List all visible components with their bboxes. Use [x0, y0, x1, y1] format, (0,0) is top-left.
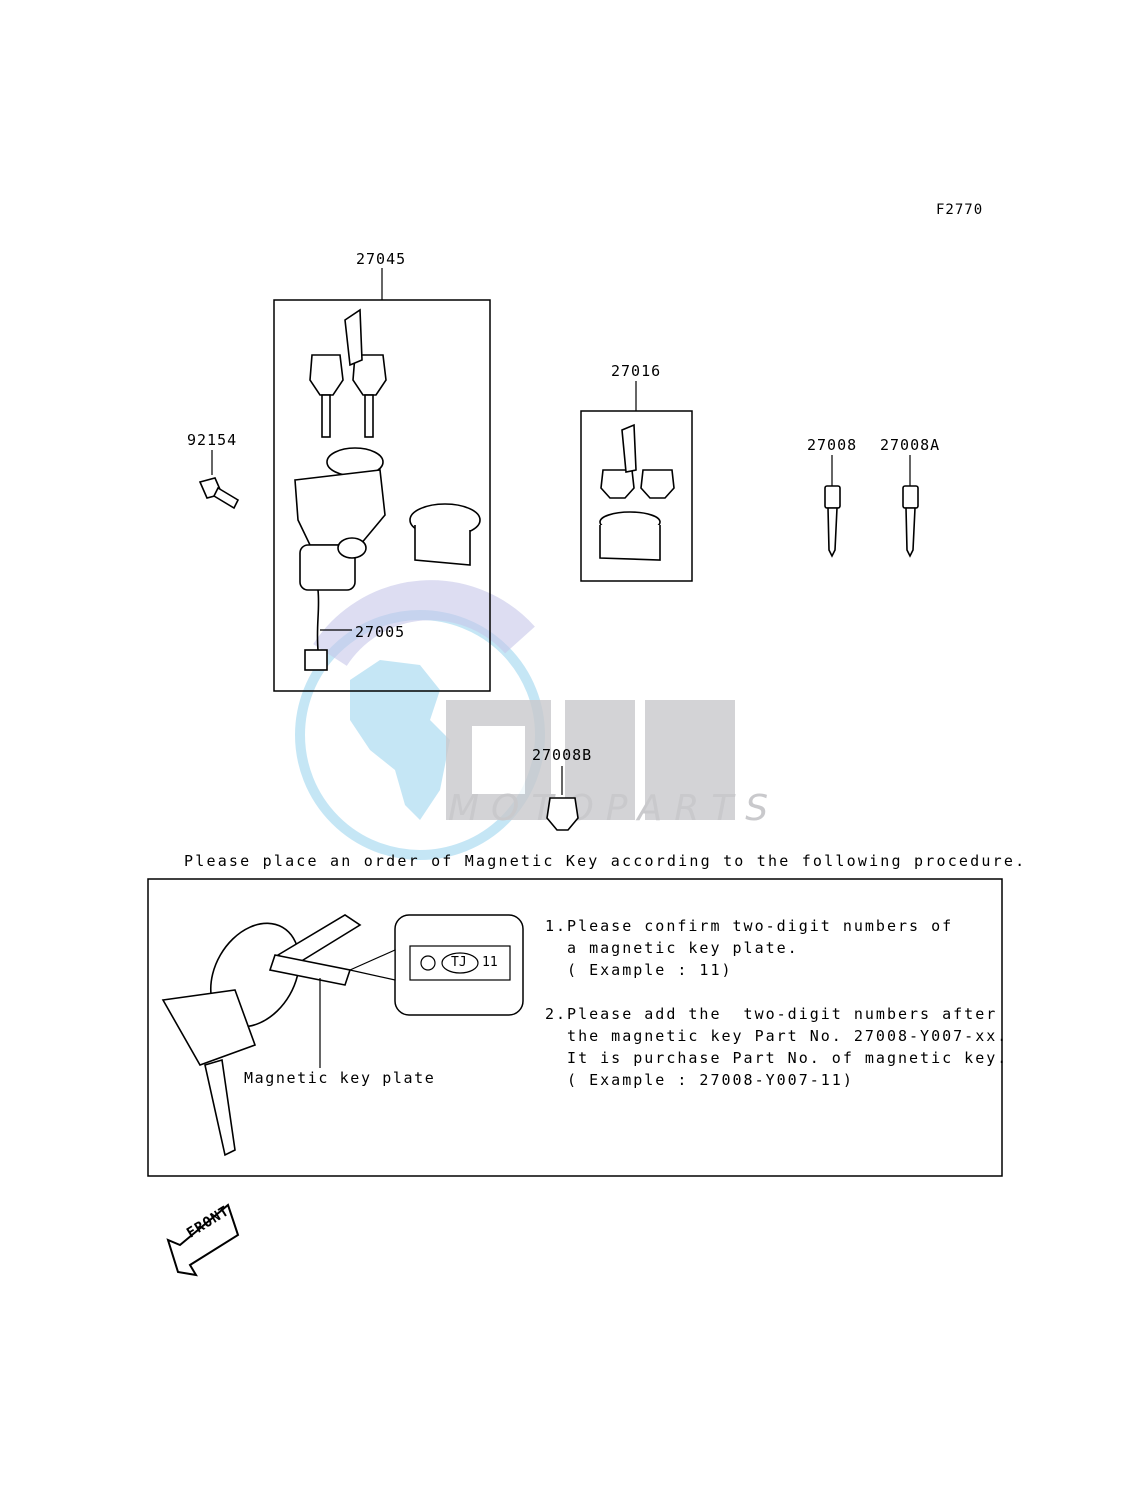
front-arrow-icon [166, 1203, 240, 1277]
plate-code-letters: TJ [451, 955, 467, 970]
step-line: the magnetic key Part No. 27008-Y007-xx. [545, 1027, 1009, 1045]
part-label-27045: 27045 [356, 250, 407, 268]
part-label-92154: 92154 [187, 431, 238, 449]
watermark-continent [350, 660, 450, 820]
key-head-27008B [546, 797, 579, 831]
step-line: 2.Please add the two-digit numbers after [545, 1005, 998, 1023]
plate-hole-icon [420, 955, 436, 971]
fuel-cap-lock [409, 503, 481, 566]
part-label-27008: 27008 [807, 436, 858, 454]
step-line: a magnetic key plate. [545, 939, 799, 957]
ignition-switch-assembly [294, 447, 386, 671]
magnetic-key-illustration [161, 914, 362, 1157]
procedure-box [147, 878, 1003, 1177]
bolt-92154 [198, 477, 240, 510]
magnetic-key-plate-label: Magnetic key plate [244, 1069, 436, 1087]
figure-code: F2770 [936, 202, 984, 218]
plate-code-frame [409, 945, 511, 981]
step-line: 1.Please confirm two-digit numbers of [545, 917, 954, 935]
step-line: It is purchase Part No. of magnetic key. [545, 1049, 1009, 1067]
blank-key-27008A [902, 485, 919, 558]
kit-27016-parts [599, 423, 675, 561]
plate-code-number: 11 [482, 955, 498, 970]
watermark-letters [446, 700, 735, 820]
part-label-27008B: 27008B [532, 746, 593, 764]
step-line: ( Example : 27008-Y007-11) [545, 1071, 854, 1089]
watermark-subtext: MOTOPARTS [448, 788, 780, 829]
plate-code-oval [441, 952, 479, 974]
part-label-27016: 27016 [611, 362, 662, 380]
part-label-27008A: 27008A [880, 436, 941, 454]
blank-key-27008 [824, 485, 841, 558]
order-instruction: Please place an order of Magnetic Key ac… [184, 852, 1027, 870]
plate-callout-pointer [348, 949, 396, 981]
watermark-globe-arc [313, 580, 535, 667]
kit-27045-keys [309, 308, 387, 438]
part-label-27005: 27005 [355, 623, 406, 641]
step-line: ( Example : 11) [545, 961, 733, 979]
